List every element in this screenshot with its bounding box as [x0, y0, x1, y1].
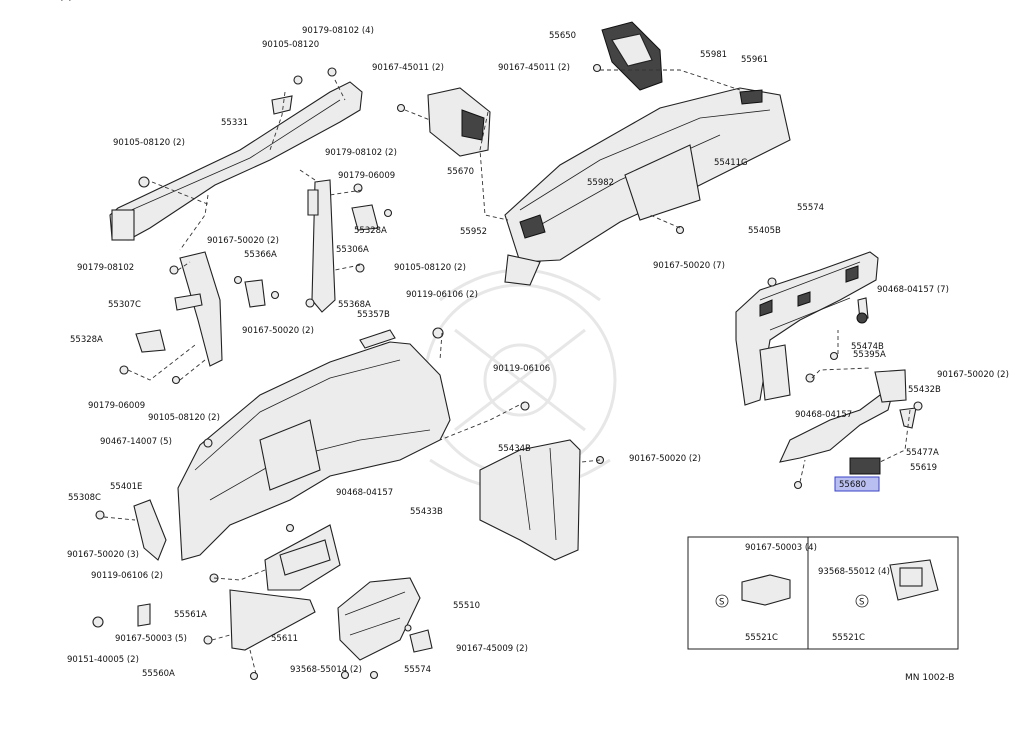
- diagram-code: MN 1002-B: [905, 673, 954, 683]
- part-label: 55561A: [174, 610, 207, 620]
- part-label: 93568-55012 (4): [818, 567, 890, 577]
- part-label: 90167-50020 (7): [653, 261, 725, 271]
- part-label: 55619: [910, 463, 937, 473]
- inset-frame: [687, 536, 959, 650]
- part-label: 90119-06106: [493, 364, 550, 374]
- part-label: 55395A: [853, 350, 886, 360]
- part-label: 90167-50003 (5): [115, 634, 187, 644]
- part-label: 90167-50020 (2): [937, 370, 1009, 380]
- part-label: 55411G: [714, 158, 748, 168]
- part-label: 55611: [271, 634, 298, 644]
- center-support: [479, 439, 581, 561]
- part-label: 55982: [587, 178, 614, 188]
- part-label: 90105-08120 (2): [394, 263, 466, 273]
- part-label: 55331: [221, 118, 248, 128]
- part-label: 90167-50020 (3): [67, 550, 139, 560]
- part-label: 55368A: [338, 300, 371, 310]
- part-label: 90105-08120: [262, 40, 319, 50]
- part-label: 55670: [447, 167, 474, 177]
- part-label: 90179-06009: [338, 171, 395, 181]
- panel-top-strip: [359, 329, 396, 349]
- cluster-finish-panel: [735, 251, 879, 406]
- part-label: 90167-45011 (2): [498, 63, 570, 73]
- part-label: 55405B: [748, 226, 781, 236]
- part-label: 55650: [549, 31, 576, 41]
- part-label: 55952: [460, 227, 487, 237]
- left-bracket: [179, 251, 223, 367]
- part-label: 90167-45009 (2): [456, 644, 528, 654]
- part-label: 93568-55014 (2): [290, 665, 362, 675]
- part-label: 55357B: [357, 310, 390, 320]
- part-label: 55521C: [832, 633, 865, 643]
- part-label: 55308C: [68, 493, 101, 503]
- cluster-lower-area: [759, 344, 791, 401]
- gauge-opening: [259, 419, 321, 491]
- part-label: 90467-14007 (5): [100, 437, 172, 447]
- part-label: 90167-50003 (4): [745, 543, 817, 553]
- part-label: 90468-04157: [795, 410, 852, 420]
- clip-55619: [899, 407, 917, 429]
- part-label: 55574: [404, 665, 431, 675]
- part-label: 55680: [839, 480, 866, 490]
- defroster-lower-flange: [504, 254, 541, 286]
- part-label: 90468-04157: [336, 488, 393, 498]
- part-label: 90119-06106 (2): [91, 571, 163, 581]
- part-label: 90105-08120 (2): [113, 138, 185, 148]
- highlight-box: [834, 476, 880, 492]
- part-label: 90119-06106 (2): [406, 290, 478, 300]
- part-label: 55477A: [906, 448, 939, 458]
- part-label: 55474B: [851, 342, 884, 352]
- part-label: 90167-50020 (2): [629, 454, 701, 464]
- assembly-lines: [103, 69, 911, 675]
- part-label: 55521C: [745, 633, 778, 643]
- left-end-bracket: [133, 499, 167, 561]
- part-label: 55434B: [498, 444, 531, 454]
- defroster-duct-body: [624, 144, 701, 221]
- clip-55561A: [137, 603, 151, 627]
- part-label: 55366A: [244, 250, 277, 260]
- inset-boxes: [687, 536, 959, 650]
- part-label: 90167-50020 (2): [242, 326, 314, 336]
- bumper-55560A: [409, 629, 433, 653]
- part-label: 90468-04157 (7): [877, 285, 949, 295]
- part-label: 90179-08102 (4): [302, 26, 374, 36]
- clip-55328A: [351, 204, 379, 231]
- part-label: 55401E: [110, 482, 142, 492]
- part-label: 90179-08102 (2): [325, 148, 397, 158]
- part-label: 90167-50020 (2): [207, 236, 279, 246]
- part-label: 55306A: [336, 245, 369, 255]
- part-label: 55328A: [70, 335, 103, 345]
- part-label: 90179-06009: [88, 401, 145, 411]
- part-label: 55560A: [142, 669, 175, 679]
- part-label: 90105-08120 (2): [148, 413, 220, 423]
- part-label: 90179-08102: [77, 263, 134, 273]
- part-shapes: [109, 21, 917, 661]
- clip-55328A-left: [135, 329, 166, 353]
- inset-bracket-a: [741, 574, 791, 606]
- inset-symbol-a: S: [719, 598, 724, 608]
- beam-upper-bracket: [271, 95, 293, 115]
- part-label: 55433B: [410, 507, 443, 517]
- switch-hole-cover: [849, 457, 881, 475]
- part-label: 90151-40005 (2): [67, 655, 139, 665]
- part-label: 55432B: [908, 385, 941, 395]
- part-label: 55981: [700, 50, 727, 60]
- glove-compartment: [337, 577, 421, 661]
- part-label: 55510: [453, 601, 480, 611]
- lower-finish-panel: [779, 394, 893, 463]
- part-label: 55307C: [108, 300, 141, 310]
- part-labels: 90179-08102 (4) 90105-08120 55331 90105-081…: [0, 0, 1009, 679]
- part-label: 55328A: [354, 226, 387, 236]
- part-label: 90167-45011 (2): [372, 63, 444, 73]
- bracket-55366A: [244, 279, 266, 308]
- part-label: 55961: [741, 55, 768, 65]
- beam-end-bracket: [111, 209, 135, 241]
- part-label: 93568-55012 (4): [0, 0, 72, 3]
- inset-symbol-b: S: [859, 598, 864, 608]
- lower-garnish: [229, 589, 316, 651]
- part-label: 55574: [797, 203, 824, 213]
